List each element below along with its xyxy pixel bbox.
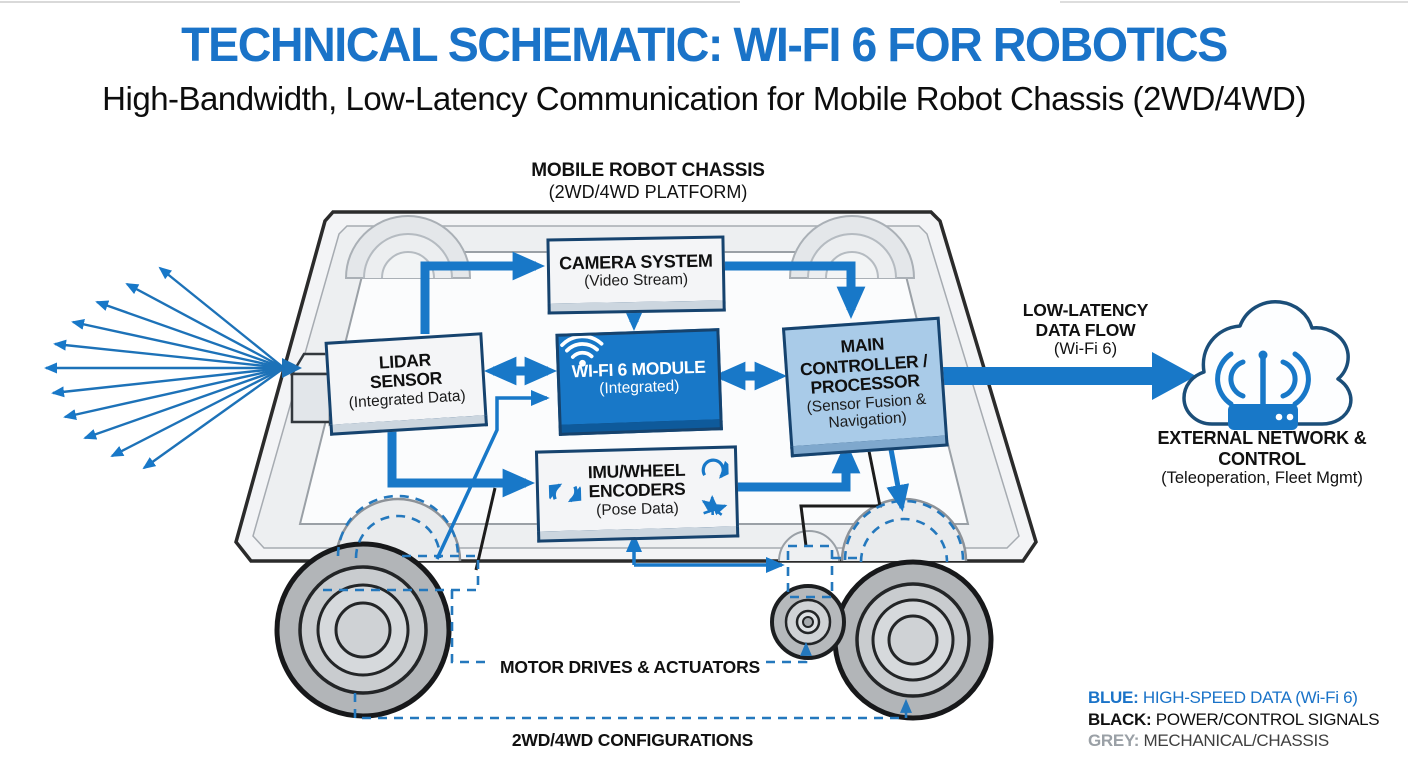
arrow-controller-to-wheel <box>886 443 910 512</box>
chassis-label-sub: (2WD/4WD PLATFORM) <box>548 182 748 202</box>
power-control-lines <box>474 440 882 571</box>
imu-sub: (Pose Data) <box>595 499 680 519</box>
data-flow-arrows <box>387 251 1196 574</box>
chassis-label: MOBILE ROBOT CHASSIS (2WD/4WD PLATFORM) <box>455 160 841 203</box>
lidar-rays-icon <box>44 266 302 470</box>
arrow-lidar-to-imu <box>387 419 536 498</box>
legend-row-blue: BLUE: HIGH-SPEED DATA (Wi-Fi 6) <box>1088 687 1388 709</box>
legend-desc-grey: MECHANICAL/CHASSIS <box>1143 731 1330 750</box>
legend-row-grey: GREY: MECHANICAL/CHASSIS <box>1088 730 1388 752</box>
router-antenna-icon <box>1215 350 1311 430</box>
chassis-label-title: MOBILE ROBOT CHASSIS <box>531 160 765 181</box>
gyro-icon <box>548 483 582 503</box>
wifi-icon <box>560 335 604 367</box>
legend-row-black: BLACK: POWER/CONTROL SIGNALS <box>1088 709 1388 731</box>
low-latency-label: LOW-LATENCY DATA FLOW (Wi-Fi 6) <box>1008 300 1163 359</box>
arrow-to-external-network <box>938 352 1196 400</box>
main-controller-node: MAIN CONTROLLER / PROCESSOR (Sensor Fusi… <box>781 316 949 450</box>
right-wheel <box>832 559 994 721</box>
camera-system-node: CAMERA SYSTEM (Video Stream) <box>546 235 726 307</box>
caster-wheel <box>770 584 846 660</box>
axes-icon <box>701 494 728 516</box>
legend-desc-black: POWER/CONTROL SIGNALS <box>1155 709 1380 729</box>
arrow-camera-to-controller <box>720 261 866 320</box>
arrow-lidar-to-camera <box>420 251 546 334</box>
wifi-sub: (Integrated) <box>598 377 680 398</box>
wifi6-module-node: WI-FI 6 MODULE (Integrated) <box>555 328 723 428</box>
external-sub: (Teleoperation, Fleet Mgmt) <box>1161 469 1363 488</box>
cloud-icon <box>1182 300 1353 430</box>
left-wheel <box>274 541 452 719</box>
lidar-title: LIDAR SENSOR <box>369 349 443 393</box>
low-latency-sub: (Wi-Fi 6) <box>1053 340 1118 359</box>
yaw-rotation-icon <box>701 458 729 479</box>
camera-sub: (Video Stream) <box>584 271 689 291</box>
legend: BLUE: HIGH-SPEED DATA (Wi-Fi 6) BLACK: P… <box>1088 687 1388 752</box>
page-subtitle: High-Bandwidth, Low-Latency Communicatio… <box>102 80 1306 117</box>
legend-term-black: BLACK: <box>1088 709 1152 729</box>
external-network-label: EXTERNAL NETWORK & CONTROL (Teleoperatio… <box>1142 428 1382 488</box>
legend-term-blue: BLUE: <box>1088 688 1139 707</box>
low-latency-title: LOW-LATENCY DATA FLOW <box>1022 300 1149 341</box>
legend-desc-blue: HIGH-SPEED DATA (Wi-Fi 6) <box>1142 688 1358 707</box>
arrow-wheel-to-wifi <box>435 389 550 560</box>
motor-drives-label: MOTOR DRIVES & ACTUATORS <box>500 657 760 677</box>
external-title: EXTERNAL NETWORK & CONTROL <box>1157 428 1367 469</box>
camera-title: CAMERA SYSTEM <box>558 250 713 274</box>
imu-title: IMU/WHEEL ENCODERS <box>587 459 686 502</box>
controller-title: MAIN CONTROLLER / PROCESSOR <box>799 333 929 399</box>
legend-term-grey: GREY: <box>1088 731 1140 750</box>
imu-encoders-node: IMU/WHEEL ENCODERS (Pose Data) <box>534 445 740 535</box>
page-title: TECHNICAL SCHEMATIC: WI-FI 6 FOR ROBOTIC… <box>181 19 1228 72</box>
configurations-label: 2WD/4WD CONFIGURATIONS <box>511 730 754 750</box>
lidar-sensor-node: LIDAR SENSOR (Integrated Data) <box>324 332 488 428</box>
arrow-imu-to-controller <box>735 440 861 492</box>
